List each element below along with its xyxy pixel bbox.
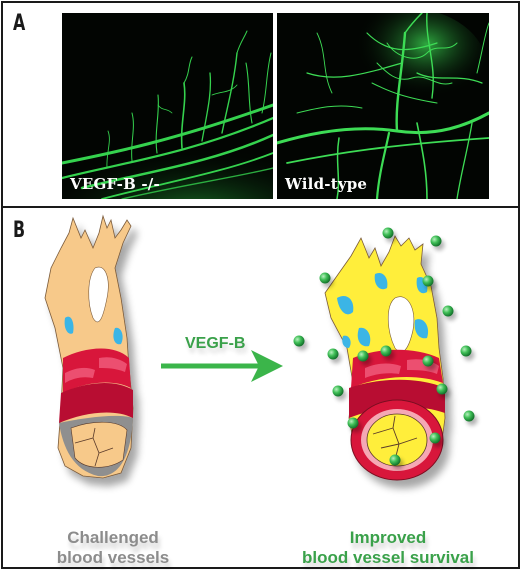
- vegfb-particle: [382, 227, 394, 239]
- panel-letter-b: B: [13, 218, 26, 243]
- vegfb-particle: [389, 454, 401, 466]
- micrograph-vegfb-knockout: VEGF-B -/-: [62, 13, 273, 199]
- challenged-vessel-illustration: [44, 214, 134, 479]
- micrograph-wild-type: Wild-type: [277, 13, 489, 199]
- vegfb-particle: [460, 345, 472, 357]
- caption-improved-line2: blood vessel survival: [302, 548, 474, 567]
- vegfb-arrow: [161, 350, 283, 382]
- vegfb-particle: [463, 410, 475, 422]
- vegfb-particle: [347, 417, 359, 429]
- micrograph-label-knockout: VEGF-B -/-: [70, 175, 160, 193]
- micrograph-label-wild-type: Wild-type: [285, 175, 368, 193]
- vegfb-particle: [429, 432, 441, 444]
- vegfb-particle: [430, 235, 442, 247]
- caption-improved-line1: Improved: [349, 528, 427, 547]
- panel-b: B: [1, 206, 520, 569]
- caption-challenged-line2: blood vessels: [56, 548, 170, 567]
- caption-challenged-line1: Challenged: [67, 528, 159, 547]
- sparse-vessels-image: [62, 13, 273, 199]
- improved-vessel-illustration: [324, 235, 446, 481]
- vegfb-particle: [357, 350, 369, 362]
- vegfb-particle: [442, 305, 454, 317]
- vegfb-particles: [293, 227, 475, 466]
- vegfb-particle: [293, 335, 305, 347]
- vegfb-particle: [380, 345, 392, 357]
- caption-challenged: Challenged blood vessels: [23, 528, 203, 568]
- panel-letter-a: A: [13, 11, 26, 36]
- vessel-diagram: [44, 214, 475, 481]
- caption-improved: Improved blood vessel survival: [261, 528, 515, 568]
- dense-vessels-image: [277, 13, 489, 199]
- panel-a: A: [1, 1, 520, 208]
- vegfb-particle: [436, 383, 448, 395]
- arrow-label: VEGF-B: [185, 335, 246, 352]
- vegfb-particle: [422, 355, 434, 367]
- vegfb-particle: [319, 272, 331, 284]
- vegfb-particle: [422, 275, 434, 287]
- vegfb-particle: [327, 348, 339, 360]
- vegfb-particle: [332, 385, 344, 397]
